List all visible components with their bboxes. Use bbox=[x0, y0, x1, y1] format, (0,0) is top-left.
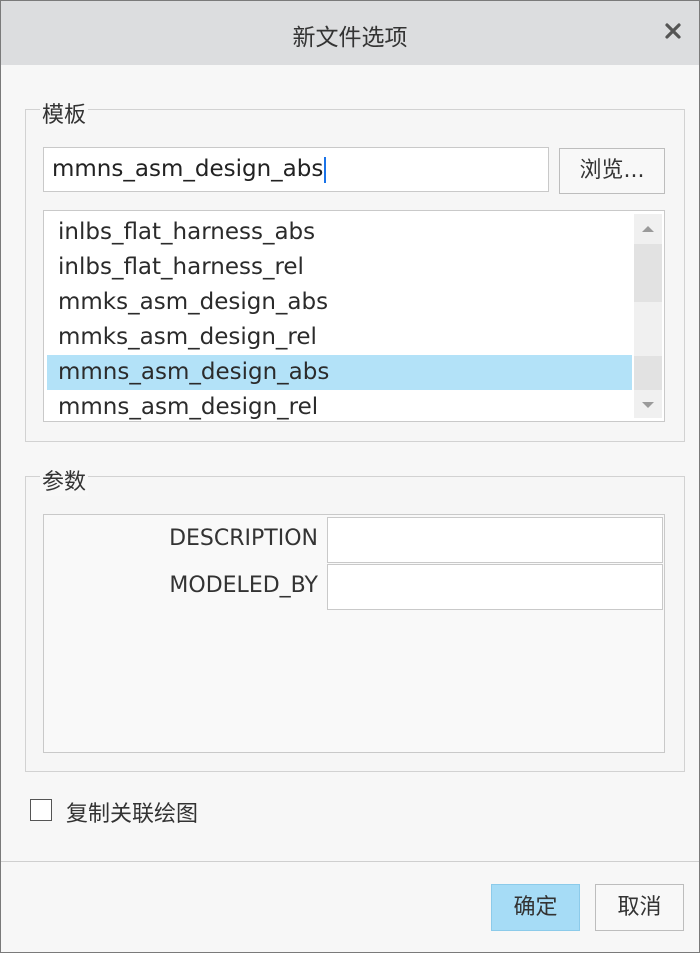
scroll-down-arrow-icon[interactable] bbox=[634, 392, 662, 418]
scroll-thumb[interactable] bbox=[634, 356, 662, 390]
list-item[interactable]: inlbs_flat_harness_abs bbox=[58, 219, 316, 245]
browse-button[interactable]: 浏览... bbox=[559, 148, 665, 194]
param-value-description-field[interactable] bbox=[327, 517, 663, 563]
param-name-description: DESCRIPTION bbox=[169, 526, 318, 551]
param-name-modeled-by: MODELED_BY bbox=[169, 573, 318, 598]
copy-drawing-label[interactable]: 复制关联绘图 bbox=[66, 802, 199, 827]
list-item[interactable]: mmks_asm_design_rel bbox=[58, 324, 317, 350]
template-name-input[interactable]: mmns_asm_design_abs bbox=[43, 147, 549, 192]
cancel-button[interactable]: 取消 bbox=[595, 884, 684, 931]
template-name-value: mmns_asm_design_abs bbox=[52, 156, 324, 182]
list-item-selected[interactable]: mmns_asm_design_abs bbox=[47, 355, 632, 390]
scroll-up-arrow-icon[interactable] bbox=[634, 216, 662, 242]
list-item[interactable]: mmks_asm_design_abs bbox=[58, 289, 329, 315]
footer-separator bbox=[1, 861, 699, 862]
list-item[interactable]: mmns_asm_design_rel bbox=[58, 394, 319, 420]
title-bar[interactable]: 新文件选项 bbox=[1, 1, 699, 65]
params-table: DESCRIPTION MODELED_BY bbox=[43, 514, 665, 753]
close-icon[interactable] bbox=[661, 19, 685, 43]
list-scrollbar[interactable] bbox=[634, 214, 662, 418]
scroll-track[interactable] bbox=[634, 244, 662, 302]
ok-button[interactable]: 确定 bbox=[491, 884, 580, 931]
template-group-label: 模板 bbox=[40, 97, 89, 129]
param-value-modeled-by-field[interactable] bbox=[327, 564, 663, 610]
params-group-label: 参数 bbox=[40, 464, 89, 496]
text-caret bbox=[324, 156, 327, 183]
dialog-title: 新文件选项 bbox=[292, 25, 408, 51]
copy-drawing-checkbox[interactable] bbox=[30, 799, 52, 821]
list-item[interactable]: inlbs_flat_harness_rel bbox=[58, 254, 304, 280]
template-list[interactable]: inlbs_flat_harness_abs inlbs_flat_harnes… bbox=[43, 210, 665, 422]
